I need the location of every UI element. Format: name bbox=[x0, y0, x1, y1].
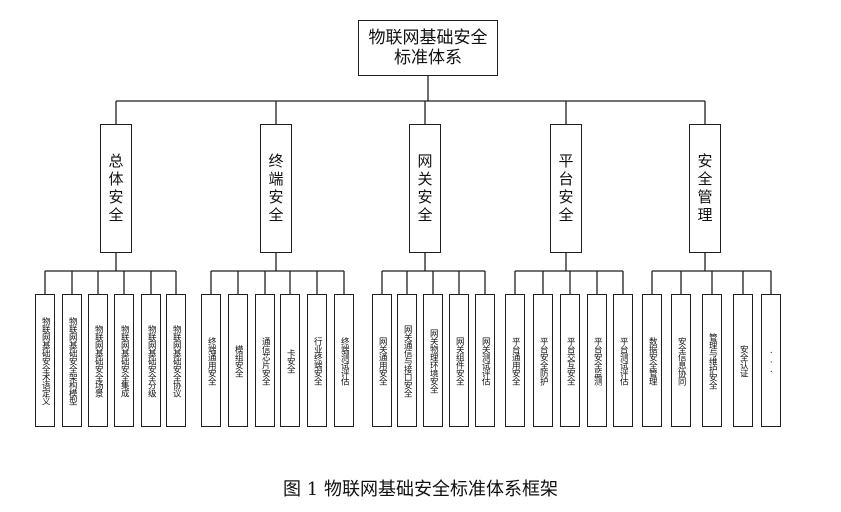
leaf-label: 物联网基础安全架构模型 bbox=[67, 316, 78, 405]
leaf-label: 安全信息协同 bbox=[676, 336, 687, 385]
leaf-box-platform-1: 平台通用安全 bbox=[505, 294, 525, 427]
leaf-box-terminal-4: 卡安全 bbox=[280, 294, 300, 427]
leaf-box-platform-5: 平台测试评估 bbox=[613, 294, 633, 427]
leaf-box-gateway-3: 网关物理环境安全 bbox=[423, 294, 443, 427]
leaf-box-platform-3: 平台交互安全 bbox=[560, 294, 580, 427]
leaf-label: 平台安全防护 bbox=[538, 336, 549, 385]
category-box-overall: 总体安全 bbox=[100, 124, 132, 253]
leaf-label: 管理与维护安全 bbox=[707, 332, 718, 389]
leaf-label: ... bbox=[766, 346, 777, 375]
leaf-box-platform-4: 平台安全监测 bbox=[587, 294, 607, 427]
category-label: 终端安全 bbox=[266, 152, 285, 225]
leaf-box-overall-4: 物联网基础安全集成 bbox=[114, 294, 134, 427]
leaf-box-overall-2: 物联网基础安全架构模型 bbox=[62, 294, 82, 427]
leaf-label: 终端测试评估 bbox=[339, 336, 350, 385]
leaf-box-management-1: 数据安全管理 bbox=[642, 294, 662, 427]
leaf-box-management-3: 管理与维护安全 bbox=[702, 294, 722, 427]
leaf-label: 网关通用安全 bbox=[377, 336, 388, 385]
leaf-label: 平台通用安全 bbox=[510, 336, 521, 385]
leaf-box-management-4: 安全认证 bbox=[733, 294, 753, 427]
leaf-label: 通信芯片安全 bbox=[260, 336, 271, 385]
leaf-box-gateway-2: 网关通信与接口安全 bbox=[397, 294, 417, 427]
leaf-box-terminal-3: 通信芯片安全 bbox=[255, 294, 275, 427]
leaf-label: 平台安全监测 bbox=[592, 336, 603, 385]
category-box-management: 安全管理 bbox=[689, 124, 721, 253]
connector-lines bbox=[44, 76, 772, 294]
leaf-label: 行业终端安全 bbox=[312, 336, 323, 385]
leaf-label: 平台测试评估 bbox=[618, 336, 629, 385]
leaf-box-overall-3: 物联网基础安全场景 bbox=[88, 294, 108, 427]
leaf-label: 安全认证 bbox=[738, 344, 749, 377]
leaf-box-gateway-4: 网关组件安全 bbox=[449, 294, 469, 427]
leaf-box-management-2: 安全信息协同 bbox=[671, 294, 691, 427]
leaf-box-terminal-1: 终端通用安全 bbox=[201, 294, 221, 427]
leaf-label: 终端通用安全 bbox=[206, 336, 217, 385]
leaf-label: 数据安全管理 bbox=[647, 336, 658, 385]
leaf-label: 物联网基础安全术语定义 bbox=[40, 316, 51, 405]
root-label: 物联网基础安全 标准体系 bbox=[368, 28, 488, 68]
category-label: 平台安全 bbox=[556, 152, 575, 225]
root-node: 物联网基础安全 标准体系 bbox=[358, 20, 498, 76]
leaf-box-overall-5: 物联网基础安全分级 bbox=[141, 294, 161, 427]
category-box-gateway: 网关安全 bbox=[409, 124, 441, 253]
leaf-label: 模组安全 bbox=[233, 344, 244, 377]
leaf-box-management-5: ... bbox=[761, 294, 781, 427]
leaf-label: 物联网基础安全场景 bbox=[93, 324, 104, 397]
category-box-platform: 平台安全 bbox=[550, 124, 582, 253]
leaf-box-overall-1: 物联网基础安全术语定义 bbox=[35, 294, 55, 427]
leaf-label: 卡安全 bbox=[285, 348, 296, 373]
leaf-label: 物联网基础安全集成 bbox=[119, 324, 130, 397]
leaf-label: 平台交互安全 bbox=[565, 336, 576, 385]
leaf-box-platform-2: 平台安全防护 bbox=[533, 294, 553, 427]
leaf-box-terminal-5: 行业终端安全 bbox=[307, 294, 327, 427]
leaf-box-gateway-1: 网关通用安全 bbox=[372, 294, 392, 427]
leaf-label: 网关测试评估 bbox=[480, 336, 491, 385]
category-box-terminal: 终端安全 bbox=[260, 124, 292, 253]
leaf-box-overall-6: 物联网基础安全协议 bbox=[166, 294, 186, 427]
leaf-box-terminal-6: 终端测试评估 bbox=[334, 294, 354, 427]
leaf-label: 网关通信与接口安全 bbox=[402, 324, 413, 397]
category-label: 总体安全 bbox=[106, 152, 125, 225]
leaf-label: 网关组件安全 bbox=[454, 336, 465, 385]
category-label: 网关安全 bbox=[415, 152, 434, 225]
figure-caption: 图 1 物联网基础安全标准体系框架 bbox=[283, 479, 558, 500]
leaf-box-terminal-2: 模组安全 bbox=[228, 294, 248, 427]
leaf-label: 物联网基础安全分级 bbox=[146, 324, 157, 397]
leaf-label: 网关物理环境安全 bbox=[428, 328, 439, 393]
standard-framework-diagram: 物联网基础安全 标准体系 总体安全物联网基础安全术语定义 物联网基础安全架构模型 物… bbox=[35, 20, 781, 427]
leaf-box-gateway-5: 网关测试评估 bbox=[475, 294, 495, 427]
leaf-label: 物联网基础安全协议 bbox=[171, 324, 182, 397]
category-label: 安全管理 bbox=[695, 152, 714, 225]
